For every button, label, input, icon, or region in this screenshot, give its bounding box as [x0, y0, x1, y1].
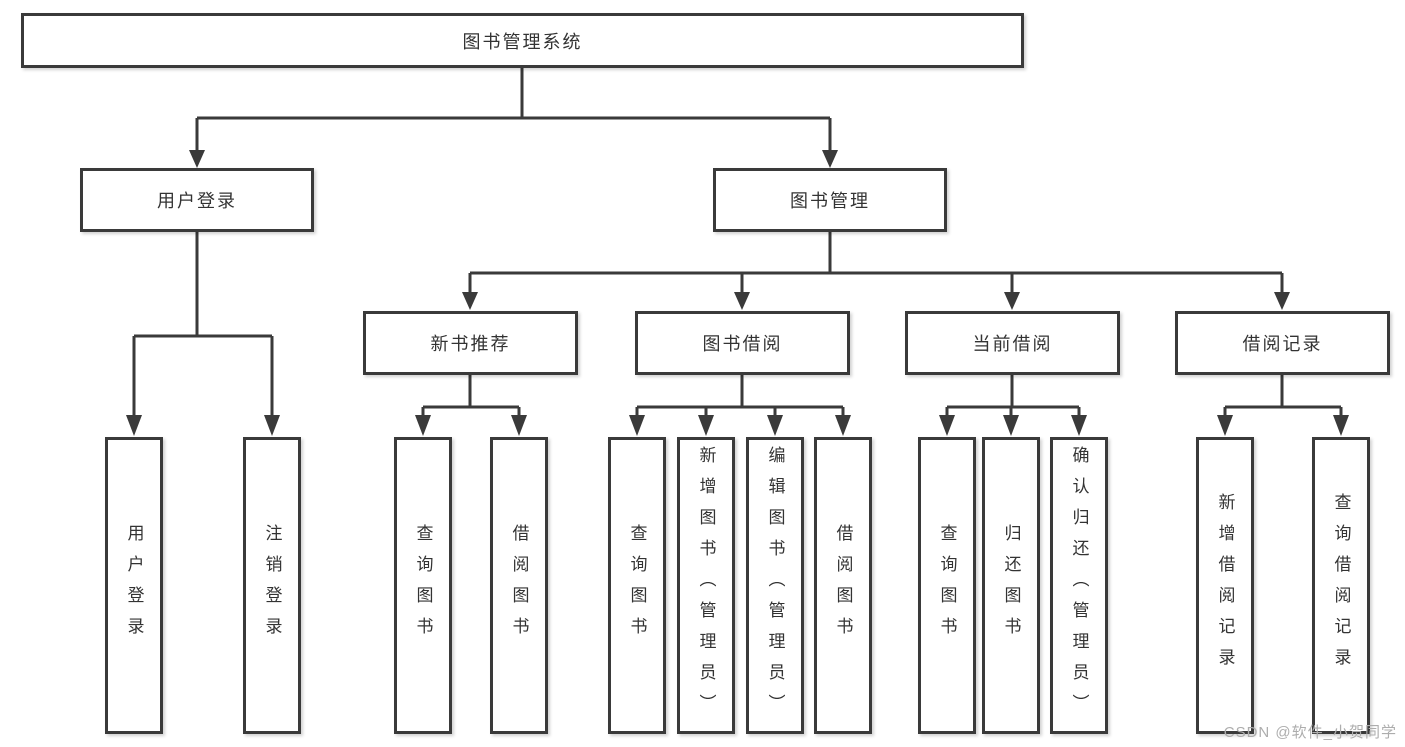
- node-book-borrowing: 图书借阅: [635, 311, 850, 375]
- leaf-add-borrow-record: 新增借阅记录: [1196, 437, 1254, 734]
- leaf-query-books-borrowing-label: 查询图书: [627, 523, 647, 648]
- node-borrowing-records-label: 借阅记录: [1242, 334, 1323, 354]
- node-borrowing-records: 借阅记录: [1175, 311, 1390, 375]
- node-current-borrowing: 当前借阅: [905, 311, 1120, 375]
- leaf-confirm-return-admin: 确认归还（管理员）: [1050, 437, 1108, 734]
- leaf-query-borrow-record: 查询借阅记录: [1312, 437, 1370, 734]
- leaf-user-login-label: 用户登录: [124, 523, 144, 648]
- leaf-return-book-label: 归还图书: [1001, 523, 1021, 648]
- node-root: 图书管理系统: [21, 13, 1024, 68]
- leaf-query-books-current: 查询图书: [918, 437, 976, 734]
- leaf-borrow-books-borrowing: 借阅图书: [814, 437, 872, 734]
- watermark: CSDN @软件_小贺同学: [1223, 724, 1397, 741]
- node-new-book-recommend-label: 新书推荐: [430, 334, 511, 354]
- node-current-borrowing-label: 当前借阅: [972, 334, 1053, 354]
- leaf-edit-book-admin-label: 编辑图书（管理员）: [765, 446, 785, 725]
- leaf-add-borrow-record-label: 新增借阅记录: [1215, 492, 1235, 679]
- node-root-label: 图书管理系统: [462, 31, 583, 52]
- node-user-login: 用户登录: [80, 168, 314, 232]
- leaf-query-books-borrowing: 查询图书: [608, 437, 666, 734]
- leaf-edit-book-admin: 编辑图书（管理员）: [746, 437, 804, 734]
- leaf-query-books-recommend-label: 查询图书: [413, 523, 433, 648]
- node-user-login-label: 用户登录: [157, 191, 237, 211]
- leaf-return-book: 归还图书: [982, 437, 1040, 734]
- leaf-query-books-recommend: 查询图书: [394, 437, 452, 734]
- leaf-logout: 注销登录: [243, 437, 301, 734]
- node-book-management: 图书管理: [713, 168, 947, 232]
- leaf-borrow-books-borrowing-label: 借阅图书: [833, 523, 853, 648]
- node-book-management-label: 图书管理: [790, 191, 870, 211]
- leaf-query-borrow-record-label: 查询借阅记录: [1331, 492, 1351, 679]
- node-new-book-recommend: 新书推荐: [363, 311, 578, 375]
- leaf-add-book-admin: 新增图书（管理员）: [677, 437, 735, 734]
- leaf-borrow-books-recommend-label: 借阅图书: [509, 523, 529, 648]
- leaf-confirm-return-admin-label: 确认归还（管理员）: [1069, 446, 1089, 725]
- leaf-query-books-current-label: 查询图书: [937, 523, 957, 648]
- leaf-add-book-admin-label: 新增图书（管理员）: [696, 446, 716, 725]
- node-book-borrowing-label: 图书借阅: [702, 334, 783, 354]
- leaf-user-login: 用户登录: [105, 437, 163, 734]
- leaf-logout-label: 注销登录: [262, 523, 282, 648]
- leaf-borrow-books-recommend: 借阅图书: [490, 437, 548, 734]
